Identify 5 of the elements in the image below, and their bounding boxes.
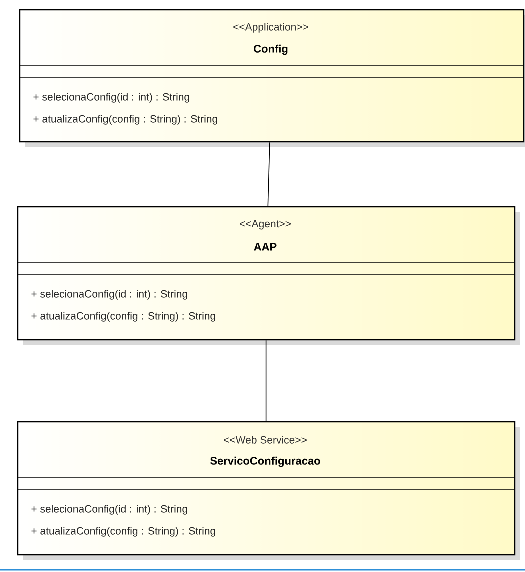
class-box: <<Agent>> AAP + selecionaConfig(id : int) : String + atualizaConfig(config : String) : String [16,206,520,345]
class-box: <<Web Service>> ServicoConfiguracao + selecionaConfig(id : int) : String + atualizaConfig(config : String) : String [16,421,520,560]
association-line [266,340,267,422]
class-box: <<Application>> Config + selecionaConfig(id : int) : String + atualizaConfig(config : String) : String [18,9,525,147]
association-line [268,142,270,206]
